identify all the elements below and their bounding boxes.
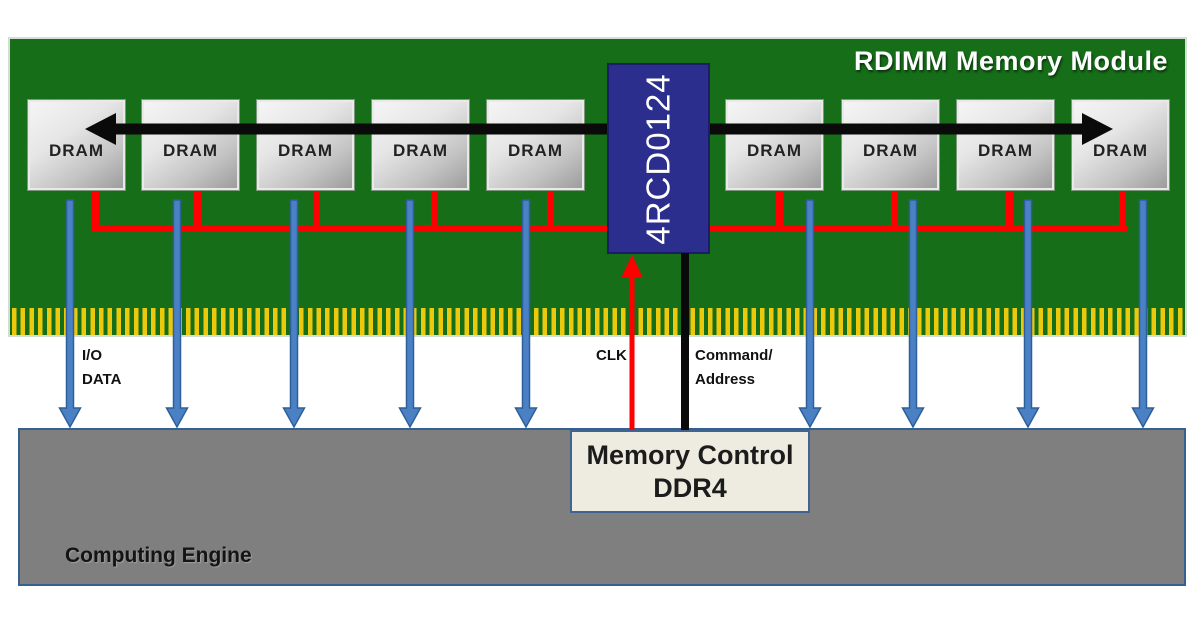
io-data-label: I/O DATA (82, 344, 121, 392)
dram-chip-label: DRAM (978, 141, 1033, 160)
red-bus-stub (92, 190, 99, 232)
memory-control-box: Memory Control DDR4 (570, 430, 810, 513)
io-label-line1: I/O (82, 347, 103, 364)
dram-chip: DRAM (842, 100, 939, 190)
dram-chip-label: DRAM (393, 141, 448, 160)
dram-chip: DRAM (372, 100, 469, 190)
dram-chip: DRAM (487, 100, 584, 190)
dram-chip-label: DRAM (1093, 141, 1148, 160)
memory-control-label: Memory Control (586, 439, 794, 470)
dram-chip: DRAM (726, 100, 823, 190)
command-address-label: Command/ Address (695, 344, 773, 392)
dram-chip: DRAM (28, 100, 125, 190)
red-bus-stub (313, 190, 320, 232)
dram-chip-label: DRAM (863, 141, 918, 160)
computing-engine-label: Computing Engine (65, 544, 252, 567)
dram-chip: DRAM (142, 100, 239, 190)
clk-label: CLK (596, 347, 627, 364)
dram-chip: DRAM (1072, 100, 1169, 190)
red-bus-stub (776, 190, 783, 232)
red-bus-stub (194, 190, 201, 232)
memory-control-sublabel: DDR4 (653, 472, 727, 503)
dram-chip-label: DRAM (278, 141, 333, 160)
io-label-line2: DATA (82, 371, 122, 388)
red-bus-stub (1119, 190, 1126, 232)
edge-connector-pins (12, 308, 1183, 335)
diagram-title: RDIMM Memory Module (853, 46, 1168, 76)
dram-chip-label: DRAM (49, 141, 104, 160)
dram-chip-label: DRAM (747, 141, 802, 160)
red-bus-stub (547, 190, 554, 232)
rcd-chip-label: 4RCD0124 (639, 72, 677, 245)
command-label-line1: Command/ (695, 347, 773, 364)
red-bus-stub (891, 190, 898, 232)
dram-chip: DRAM (257, 100, 354, 190)
dram-chip-label: DRAM (508, 141, 563, 160)
rcd-chip: 4RCD0124 (607, 63, 710, 254)
command-label-line2: Address (695, 371, 756, 388)
red-bus-stub (1006, 190, 1013, 232)
red-bus-stub (431, 190, 438, 232)
dram-chip-label: DRAM (163, 141, 218, 160)
dram-chip: DRAM (957, 100, 1054, 190)
